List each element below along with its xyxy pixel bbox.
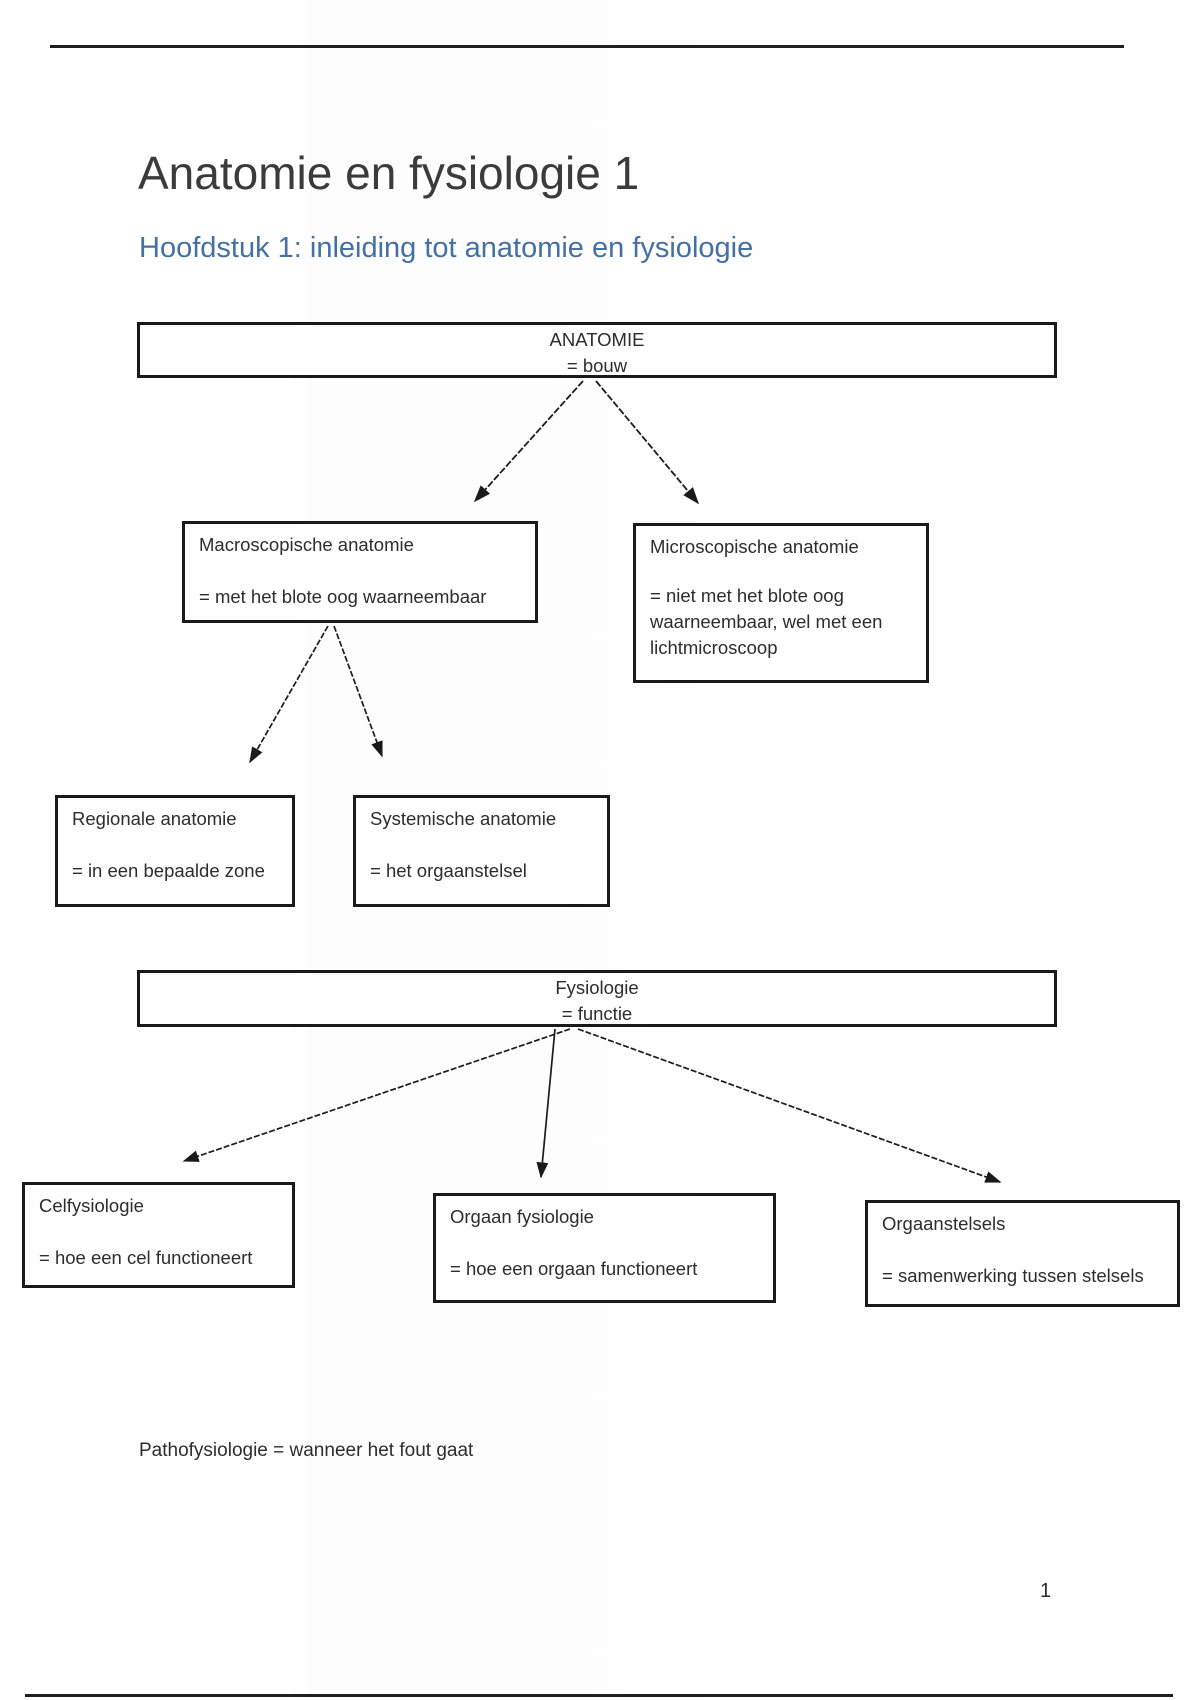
- microscopische-title: Microscopische anatomie: [650, 536, 859, 557]
- fysiologie-root-subtitle: = functie: [561, 1003, 633, 1024]
- celfysiologie-title: Celfysiologie: [39, 1195, 144, 1216]
- regionale-body: = in een bepaalde zone: [72, 860, 265, 881]
- systemische-body: = het orgaanstelsel: [370, 860, 527, 881]
- regionale-anatomie-box: Regionale anatomie = in een bepaalde zon…: [55, 795, 295, 907]
- orgaan-fysiologie-box: Orgaan fysiologie = hoe een orgaan funct…: [433, 1193, 776, 1303]
- microscopische-body: = niet met het blote oog waarneembaar, w…: [650, 585, 883, 658]
- anatomie-root-box: ANATOMIE = bouw: [137, 322, 1057, 378]
- systemische-anatomie-box: Systemische anatomie = het orgaanstelsel: [353, 795, 610, 907]
- bottom-rule: [25, 1694, 1173, 1697]
- orgaanstelsels-body: = samenwerking tussen stelsels: [882, 1265, 1144, 1286]
- macroscopische-anatomie-box: Macroscopische anatomie = met het blote …: [182, 521, 538, 623]
- arrow-anatomie-to-macro: [473, 380, 584, 503]
- arrow-fysiologie-to-cel: [182, 1028, 571, 1162]
- celfysiologie-box: Celfysiologie = hoe een cel functioneert: [22, 1182, 295, 1288]
- arrow-macro-to-regionale: [249, 625, 329, 764]
- top-rule: [50, 45, 1124, 48]
- page-title: Anatomie en fysiologie 1: [138, 147, 640, 199]
- page-number: 1: [1040, 1580, 1052, 1602]
- macroscopische-body: = met het blote oog waarneembaar: [199, 586, 487, 607]
- arrow-fysiologie-to-orgaan: [536, 1028, 556, 1179]
- pathofysiologie-note: Pathofysiologie = wanneer het fout gaat: [139, 1440, 474, 1461]
- arrow-anatomie-to-micro: [595, 380, 700, 505]
- fysiologie-root-box: Fysiologie = functie: [137, 970, 1057, 1027]
- orgaan-fysiologie-title: Orgaan fysiologie: [450, 1206, 594, 1227]
- macroscopische-title: Macroscopische anatomie: [199, 534, 414, 555]
- arrow-macro-to-systemische: [333, 625, 383, 758]
- regionale-title: Regionale anatomie: [72, 808, 237, 829]
- orgaan-fysiologie-body: = hoe een orgaan functioneert: [450, 1258, 698, 1279]
- anatomie-root-subtitle: = bouw: [566, 355, 628, 376]
- orgaanstelsels-title: Orgaanstelsels: [882, 1213, 1006, 1234]
- orgaanstelsels-box: Orgaanstelsels = samenwerking tussen ste…: [865, 1200, 1180, 1307]
- systemische-title: Systemische anatomie: [370, 808, 557, 829]
- chapter-heading: Hoofdstuk 1: inleiding tot anatomie en f…: [139, 232, 754, 264]
- celfysiologie-body: = hoe een cel functioneert: [39, 1247, 253, 1268]
- microscopische-anatomie-box: Microscopische anatomie = niet met het b…: [633, 523, 929, 683]
- anatomie-root-title: ANATOMIE: [549, 329, 645, 350]
- arrow-fysiologie-to-stelsels: [577, 1028, 1002, 1183]
- fysiologie-root-title: Fysiologie: [555, 977, 639, 998]
